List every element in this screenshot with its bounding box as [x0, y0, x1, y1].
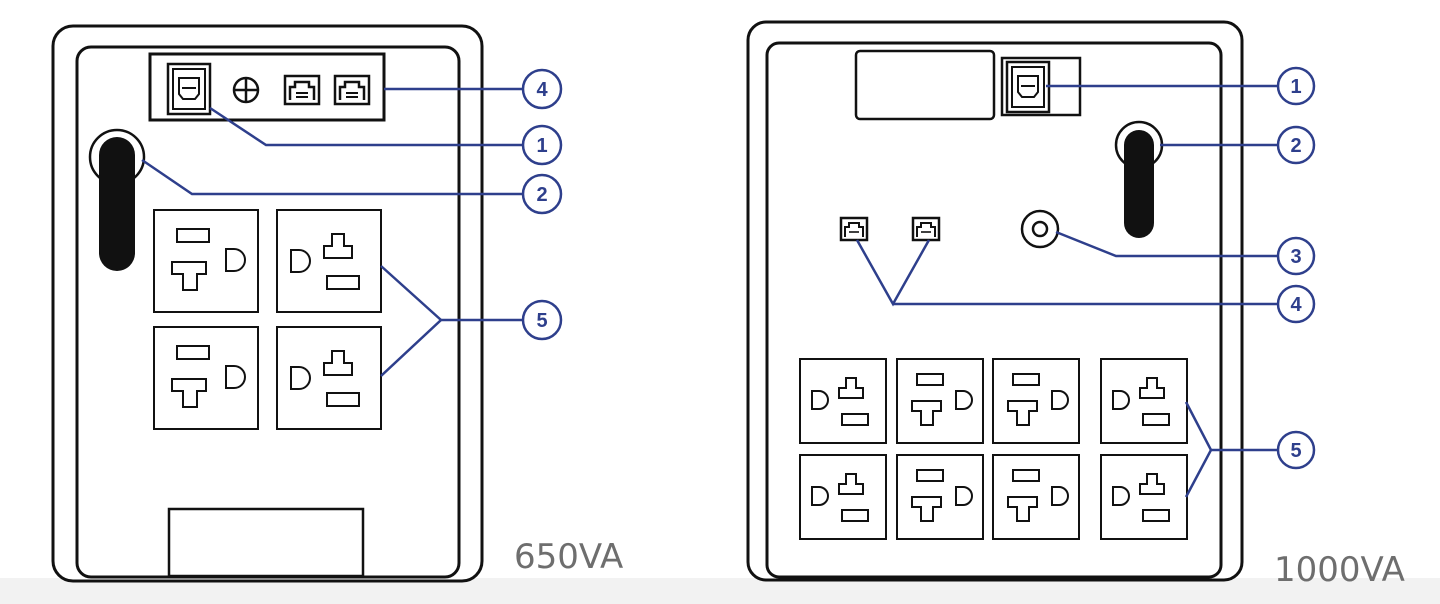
outlet[interactable] — [1100, 358, 1188, 444]
callout-lines — [141, 87, 523, 377]
outlet[interactable] — [992, 358, 1080, 444]
callout-lines — [855, 84, 1278, 498]
unit-650va: 650VA 4 1 2 5 — [51, 24, 623, 583]
model-label: 1000VA — [1274, 550, 1405, 590]
callout-badge: 1 — [1276, 66, 1316, 106]
outlet[interactable] — [153, 209, 259, 313]
label-plate — [167, 507, 365, 578]
callout-badge: 5 — [1276, 430, 1316, 470]
power-switch[interactable] — [1114, 120, 1164, 238]
svg-text:3: 3 — [1290, 246, 1301, 268]
ethernet-in-port-icon[interactable] — [283, 74, 321, 106]
outlet[interactable] — [896, 358, 984, 444]
callout-badge: 3 — [1276, 236, 1316, 276]
svg-text:1: 1 — [536, 135, 547, 157]
callout-badge: 2 — [521, 173, 563, 215]
callout-badge: 1 — [521, 124, 563, 166]
outlet[interactable] — [1100, 454, 1188, 540]
ethernet-in-port-icon[interactable] — [839, 216, 869, 242]
callout-badge: 5 — [521, 299, 563, 341]
ground-screw-icon — [232, 76, 260, 104]
callout-badge: 4 — [1276, 284, 1316, 324]
usb-port-icon[interactable] — [1005, 60, 1051, 114]
outlet[interactable] — [799, 454, 887, 540]
svg-text:4: 4 — [1290, 294, 1302, 316]
model-label: 650VA — [514, 537, 623, 577]
svg-text:1: 1 — [1290, 76, 1301, 98]
outlet[interactable] — [276, 209, 382, 313]
svg-text:2: 2 — [1290, 135, 1301, 157]
usb-port-icon[interactable] — [166, 62, 212, 116]
unit-1000va: 1000VA 1 2 3 4 5 — [746, 20, 1405, 590]
callout-badge: 2 — [1276, 125, 1316, 165]
outlet[interactable] — [276, 326, 382, 430]
outlet[interactable] — [992, 454, 1080, 540]
ethernet-out-port-icon[interactable] — [911, 216, 941, 242]
svg-text:5: 5 — [1290, 440, 1301, 462]
outlet[interactable] — [153, 326, 259, 430]
outlet[interactable] — [896, 454, 984, 540]
svg-text:4: 4 — [536, 79, 548, 101]
power-switch[interactable] — [88, 128, 146, 271]
svg-text:5: 5 — [536, 310, 547, 332]
label-plate — [854, 49, 996, 121]
svg-text:2: 2 — [536, 184, 547, 206]
callout-badge: 4 — [521, 68, 563, 110]
outlet[interactable] — [799, 358, 887, 444]
ethernet-out-port-icon[interactable] — [333, 74, 371, 106]
unit-650va-back-panel — [75, 45, 461, 579]
circuit-breaker-icon[interactable] — [1020, 209, 1060, 249]
